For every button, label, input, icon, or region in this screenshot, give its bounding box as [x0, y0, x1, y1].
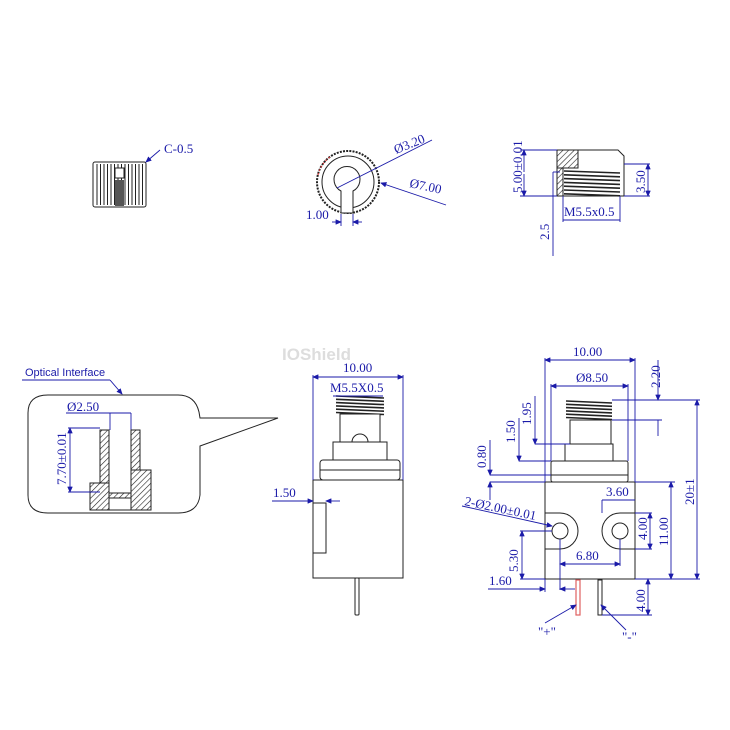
top-offset-label: 2.20 [648, 365, 663, 388]
d080-label: 0.80 [474, 445, 489, 468]
optical-interface-callout: Optical Interface Ø2.50 7.70±0.01 [22, 367, 279, 514]
thread-spec-label: M5.5x0.5 [564, 204, 615, 219]
knurl-side-view: C-0.5 [92, 141, 193, 208]
outer-diameter-label: Ø7.00 [408, 175, 443, 196]
knurl-section-view: 5.00±0.01 3.50 M5.5x0.5 2.5 [510, 140, 651, 256]
callout-title: Optical Interface [25, 367, 105, 379]
thread-line [563, 189, 621, 193]
section-height-label: 5.00±0.01 [510, 140, 525, 193]
ear-height-label: 4.00 [635, 517, 650, 540]
thread-line [565, 410, 613, 414]
holes-label: 2-Ø2.00±0.01 [463, 493, 537, 523]
recess-label: 1.50 [273, 485, 296, 500]
d195-label: 1.95 [519, 402, 534, 425]
slot-width-label: 1.00 [306, 207, 329, 222]
hole-height-label: 5.30 [506, 549, 521, 572]
total-height-label: 20±1 [682, 478, 697, 505]
thread-line [335, 398, 385, 403]
offset-label: 2.5 [537, 224, 552, 240]
body-height-label: 11.00 [656, 517, 671, 546]
watermark-text: IOShield [282, 345, 351, 364]
thread-line [563, 177, 621, 182]
thread-line [335, 408, 385, 412]
thread-line [563, 193, 621, 197]
negative-label: "-" [622, 629, 637, 644]
side-thread-label: M5.5X0.5 [330, 380, 383, 395]
thread-line [335, 405, 385, 409]
positive-label: "+" [538, 624, 556, 639]
thread-line [565, 413, 613, 417]
thread-line [565, 406, 613, 411]
thread-line [565, 403, 613, 408]
bore-label: Ø2.50 [67, 399, 99, 414]
front-width-label: 10.00 [573, 344, 602, 359]
thread-line [565, 400, 613, 404]
knurl-front-view: Ø3.20 Ø7.00 1.00 [306, 131, 447, 226]
thread-line [563, 181, 621, 186]
pin-length-label: 4.00 [633, 589, 648, 612]
thread-line [565, 416, 613, 421]
d150-label: 1.50 [503, 420, 518, 443]
ear-width-label: 3.60 [606, 484, 629, 499]
hole-offset-label: 1.60 [489, 573, 512, 588]
hole-spacing-label: 6.80 [576, 548, 599, 563]
flange-diameter-label: Ø8.50 [576, 370, 608, 385]
front-view: 10.00 Ø8.50 2.20 1.95 1.50 0.80 2-Ø2.00±… [461, 344, 700, 644]
thread-depth-label: 3.50 [633, 170, 648, 193]
thread-line [563, 174, 621, 178]
thread-line [563, 170, 621, 174]
inner-diameter-label: Ø3.20 [392, 131, 427, 157]
chamfer-label: C-0.5 [164, 141, 193, 156]
side-width-label: 10.00 [343, 360, 372, 375]
depth-label: 7.70±0.01 [54, 432, 69, 485]
thread-line [563, 185, 621, 189]
thread-line [335, 401, 385, 406]
side-view: 10.00 M5.5X0.5 1.50 [272, 360, 404, 616]
